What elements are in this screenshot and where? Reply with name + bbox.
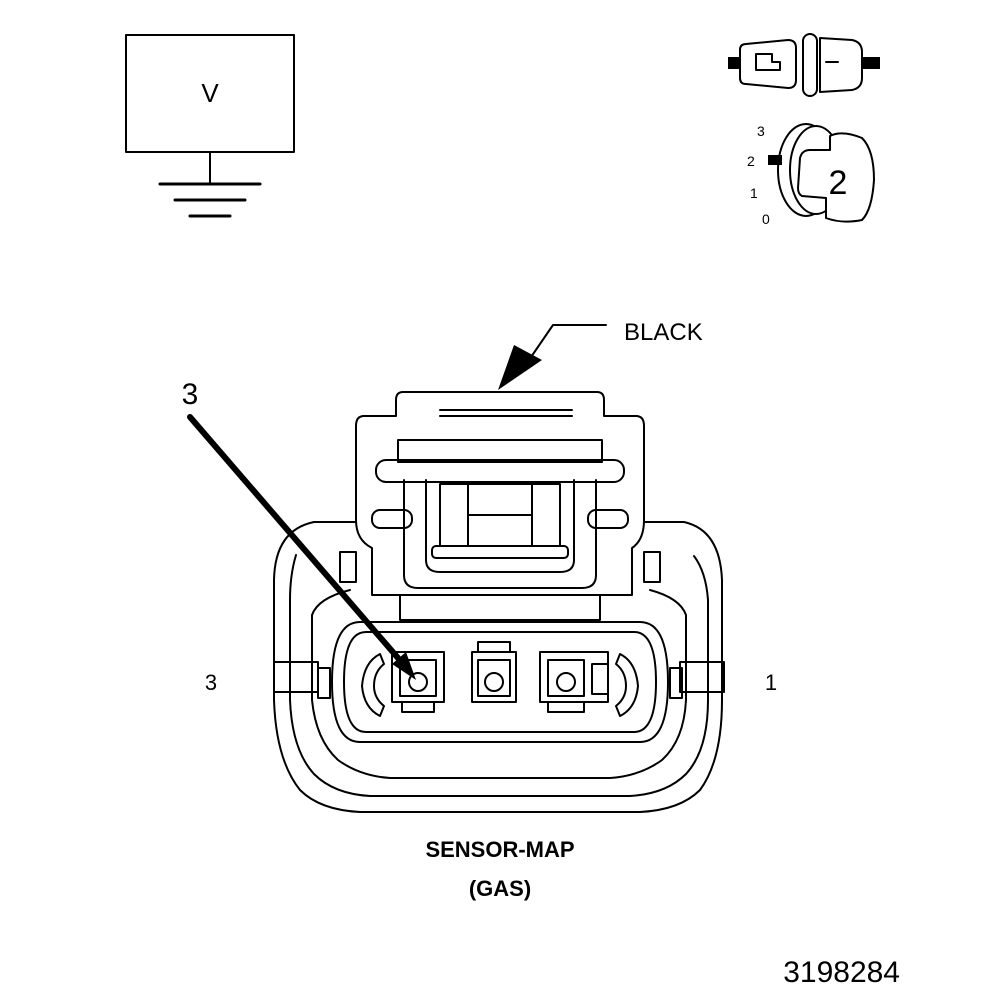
connector-variant: (GAS): [469, 876, 531, 901]
key-scale-1: 1: [750, 185, 758, 201]
color-callout-arrow: [498, 345, 542, 390]
terminal-cavity: [331, 621, 669, 743]
ignition-key-icon: 3 2 1 0 2: [747, 123, 875, 227]
pin-pointer-label: 3: [182, 378, 199, 411]
ground-icon: [158, 182, 262, 218]
lock-tower: [355, 391, 645, 596]
terminal-pin-1: [539, 651, 609, 713]
connector-face: [273, 391, 725, 813]
key-scale-0: 0: [762, 211, 770, 227]
color-callout: BLACK: [498, 319, 703, 390]
pin-label-right: 1: [765, 670, 777, 695]
key-scale-2: 2: [747, 153, 755, 169]
voltmeter-label: V: [201, 78, 219, 108]
connector-shell-outer: [273, 521, 723, 813]
figure-id: 3198284: [783, 956, 900, 989]
pin-label-left: 3: [205, 670, 217, 695]
color-callout-label: BLACK: [624, 319, 703, 346]
connector-name: SENSOR-MAP: [425, 837, 574, 862]
terminal-pin-2: [471, 641, 517, 703]
connector-halves-icon: [728, 33, 880, 97]
voltmeter-symbol: V: [125, 34, 295, 218]
pin-pointer-callout: 3: [182, 378, 416, 680]
key-position-number: 2: [829, 164, 848, 202]
key-scale-3: 3: [757, 123, 765, 139]
pin-pointer-arrow: [392, 652, 416, 680]
